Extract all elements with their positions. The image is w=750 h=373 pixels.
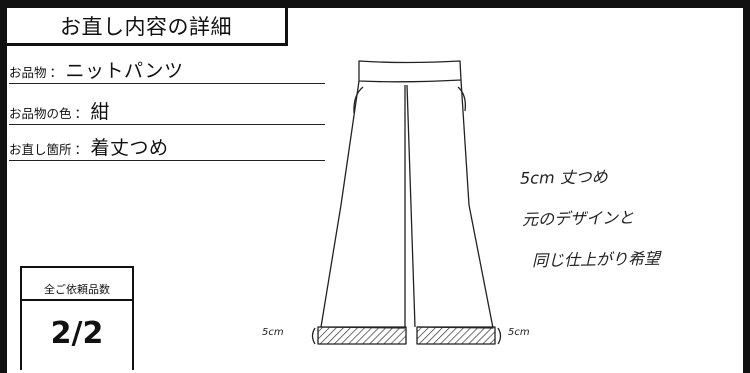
field-item-color-label: お品物の色: [9, 106, 72, 121]
field-item-name: お品物：ニットパンツ: [9, 56, 325, 84]
pants-sketch: [311, 60, 502, 345]
field-repair-area-label: お直し箇所: [9, 142, 72, 157]
handwritten-note-1: 5cm 丈つめ: [519, 167, 608, 188]
hem-hatching: [317, 326, 496, 345]
field-repair-area-value: 着丈つめ: [90, 137, 169, 159]
field-item-name-label: お品物: [9, 65, 47, 80]
pants-outline: [320, 79, 494, 329]
hem-brackets: [311, 327, 502, 345]
field-item-name-value: ニットパンツ: [65, 60, 184, 82]
hem-measure-left: 5cm: [262, 327, 284, 338]
field-separator: ：: [74, 143, 88, 158]
request-count-box: 全ご依頼品数 2/2: [20, 266, 134, 370]
waistband: [358, 60, 462, 83]
field-separator: ：: [74, 107, 88, 122]
request-count-divider: [22, 299, 132, 301]
field-item-color: お品物の色：紺: [9, 97, 325, 125]
request-count-value: 2/2: [50, 316, 104, 351]
hem-measure-right: 5cm: [508, 327, 530, 338]
request-count-label: 全ご依頼品数: [44, 283, 110, 296]
handwritten-note-3: 同じ仕上がり希望: [531, 248, 661, 271]
field-repair-area: お直し箇所：着丈つめ: [9, 133, 325, 161]
handwritten-note-2: 元のデザインと: [521, 208, 635, 229]
document-title: お直し内容の詳細: [7, 8, 288, 46]
field-separator: ：: [49, 66, 63, 81]
field-item-color-value: 紺: [90, 101, 111, 123]
